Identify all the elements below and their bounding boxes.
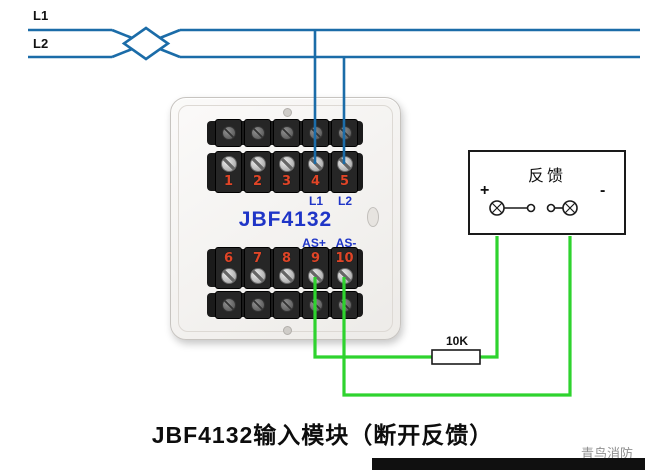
screw-icon [278,268,295,285]
feedback-title: 反馈 [527,168,566,185]
terminal-8: 8 [273,247,300,289]
screw-icon [278,155,295,172]
crossover-diagonal [111,28,181,59]
brand-watermark: 青鸟消防 [580,446,633,461]
screw-icon [337,298,352,312]
rear-terminal [244,119,271,147]
diagram-caption: JBF4132输入模块（断开反馈） [151,422,494,448]
terminal5-l2-label: L2 [337,194,352,208]
screw-icon [307,155,324,172]
terminal-number: 6 [223,250,234,266]
terminal-7: 7 [244,247,271,289]
terminal-3: 3 [273,151,300,193]
rear-terminal [215,119,242,147]
terminal-number: 2 [252,174,263,190]
terminal-number: 10 [335,250,354,266]
screw-icon [308,298,323,312]
terminal4-l1-label: L1 [308,194,323,208]
terminal-number: 8 [281,250,292,266]
screw-icon [279,126,294,140]
bus-label-l2: L2 [33,36,49,51]
terminal-number: 1 [223,174,234,190]
rear-terminal [331,291,358,319]
twisted-pair-diamond-icon [121,26,171,61]
rear-terminal [302,119,329,147]
rear-terminal [273,119,300,147]
terminal-number: 3 [281,174,292,190]
terminal-2: 2 [244,151,271,193]
terminal-10: 10 [331,247,358,289]
screw-icon [249,268,266,285]
terminal-number: 5 [339,174,350,190]
screw-icon [220,155,237,172]
terminal-5: 5 [331,151,358,193]
rear-terminal [215,291,242,319]
screw-icon [250,126,265,140]
terminal-1: 1 [215,151,242,193]
screw-icon [336,155,353,172]
screw-icon [221,126,236,140]
plus-terminal-label: + [480,182,490,199]
terminal-4: 4 [302,151,329,193]
terminal-9: 9 [302,247,329,289]
terminal-number: 9 [310,250,321,266]
bus-label-l1: L1 [33,8,49,23]
rear-terminal [331,119,358,147]
footer-bar [372,458,645,470]
screw-icon [249,155,266,172]
as-plus-label: AS+ [302,236,326,250]
screw-icon [221,298,236,312]
rear-terminal [302,291,329,319]
screw-icon [337,126,352,140]
rear-terminal [273,291,300,319]
screw-icon [250,298,265,312]
module-oval-slot [367,207,379,227]
crossover-diagonal [111,28,181,59]
module-screw-hole-bottom [283,326,292,335]
screw-icon [307,268,324,285]
screw-icon [220,268,237,285]
screw-icon [308,126,323,140]
jbf4132-module: 1 2 3 4 5 L1 L2 JBF4132 AS+ AS- 6 7 8 9 … [170,97,401,340]
terminal-number: 7 [252,250,263,266]
feedback-device-box: 反馈 + - [468,150,626,235]
module-model-label: JBF4132 [238,208,333,231]
as-plus-wire [480,236,499,359]
minus-terminal-label: - [600,182,606,199]
terminal-6: 6 [215,247,242,289]
resistor-symbol [431,349,481,365]
resistor-value-label: 10K [445,334,468,348]
module-screw-hole-top [283,108,292,117]
rear-terminal [244,291,271,319]
screw-icon [336,268,353,285]
terminal-number: 4 [310,174,321,190]
screw-icon [279,298,294,312]
